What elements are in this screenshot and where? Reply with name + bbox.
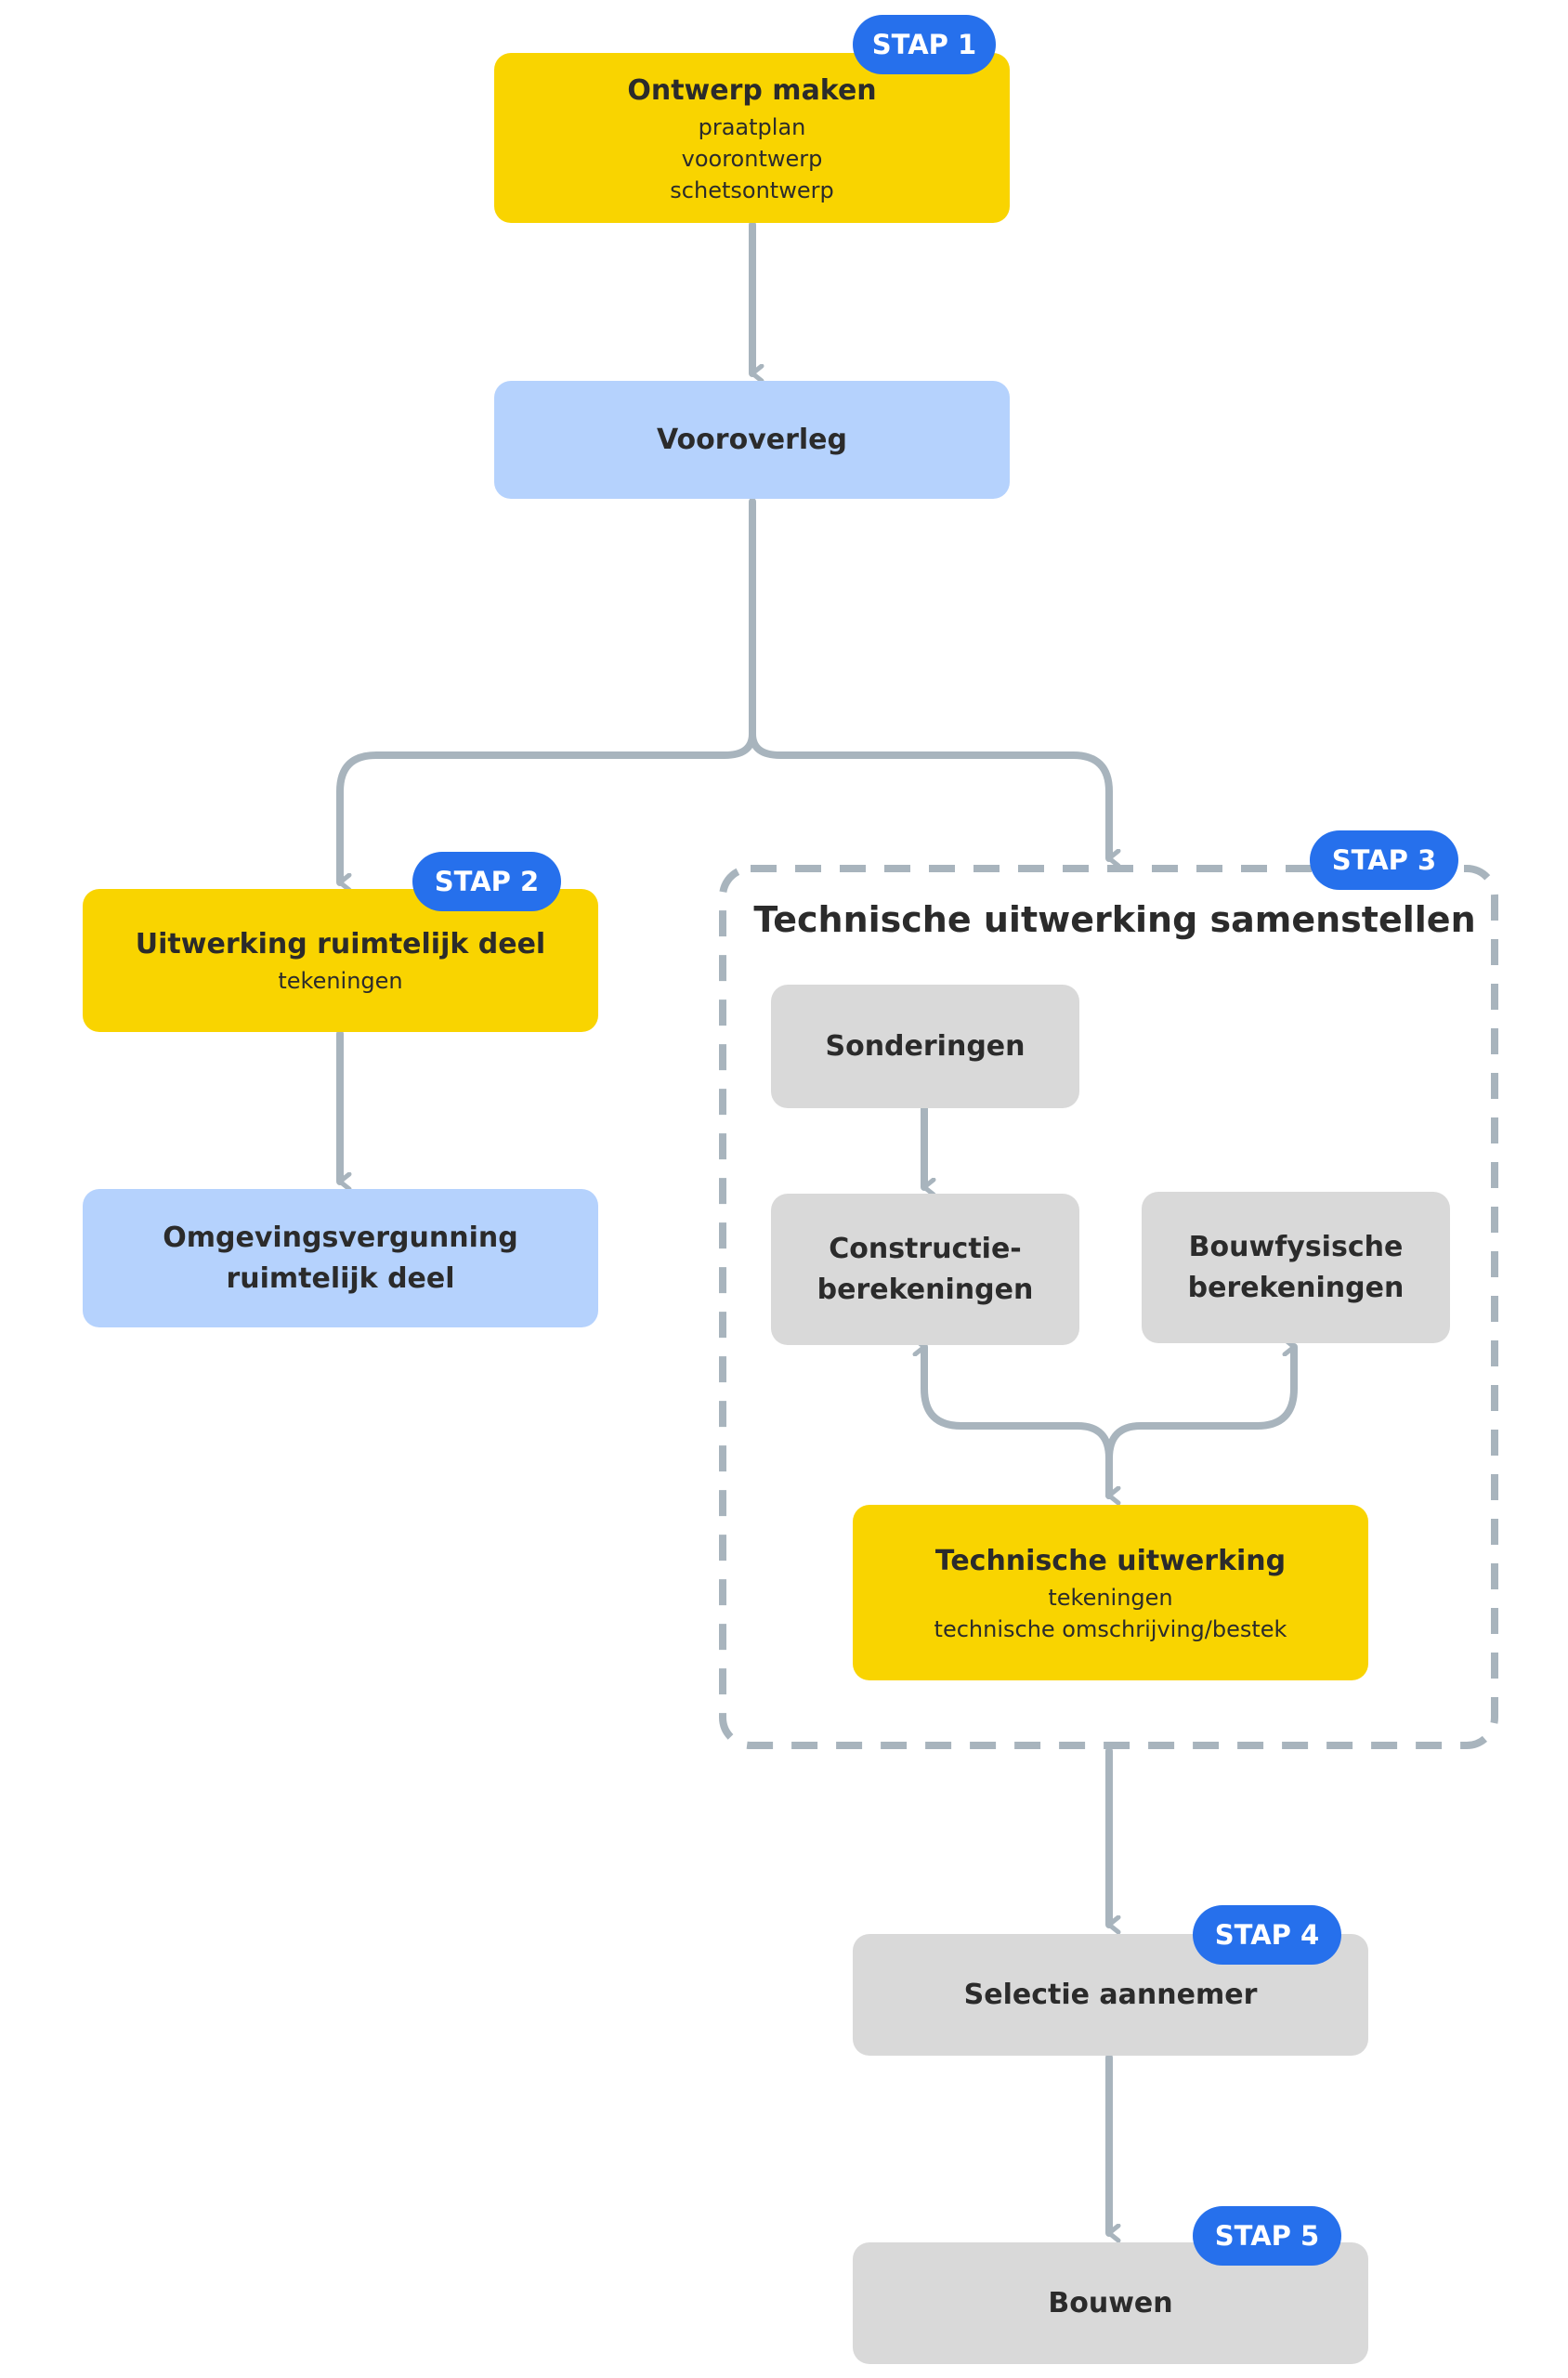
node-line: voorontwerp	[681, 145, 823, 172]
node-uitwerking-ruimtelijk-deel: Uitwerking ruimtelijk deel tekeningen	[83, 889, 598, 1032]
badge-stap-2: STAP 2	[412, 852, 561, 911]
node-line: technische omschrijving/bestek	[934, 1615, 1287, 1642]
node-title: Bouwen	[1048, 2286, 1173, 2319]
node-line: praatplan	[698, 113, 806, 140]
node-title: Sonderingen	[825, 1029, 1026, 1063]
node-omgevingsvergunning: Omgevingsvergunning ruimtelijk deel	[83, 1189, 598, 1327]
arrow-vooroverleg-to-stap2	[336, 730, 756, 882]
node-title: Uitwerking ruimtelijk deel	[135, 928, 546, 960]
node-title: Selectie aannemer	[963, 1978, 1258, 2011]
node-title: Technische uitwerking	[934, 1544, 1287, 1577]
node-title: Constructie- berekeningen	[817, 1232, 1034, 1306]
node-line: schetsontwerp	[670, 176, 834, 203]
node-title: Bouwfysische berekeningen	[1187, 1230, 1405, 1304]
node-title: Vooroverleg	[656, 423, 847, 456]
node-constructieberekeningen: Constructie- berekeningen	[771, 1194, 1079, 1345]
arrow-vooroverleg-to-stap3	[749, 730, 1109, 858]
node-title: Omgevingsvergunning ruimtelijk deel	[163, 1221, 518, 1295]
arrow-techniek-to-constructie	[924, 1347, 1113, 1499]
node-vooroverleg: Vooroverleg	[494, 381, 1010, 499]
badge-stap-1: STAP 1	[853, 15, 996, 74]
badge-stap-3: STAP 3	[1310, 830, 1458, 890]
badge-stap-4: STAP 4	[1193, 1905, 1341, 1965]
node-ontwerp-maken: Ontwerp maken praatplan voorontwerp sche…	[494, 53, 1010, 223]
node-line: tekeningen	[1048, 1584, 1173, 1611]
arrow-techniek-to-bouwfysisch	[1105, 1347, 1298, 1499]
badge-stap-5: STAP 5	[1193, 2206, 1341, 2266]
node-technische-uitwerking: Technische uitwerking tekeningen technis…	[853, 1505, 1368, 1680]
node-title: Ontwerp maken	[627, 73, 877, 107]
node-line: tekeningen	[278, 968, 403, 994]
node-sonderingen: Sonderingen	[771, 985, 1079, 1108]
node-bouwfysische-berekeningen: Bouwfysische berekeningen	[1142, 1192, 1450, 1343]
group-title-stap3: Technische uitwerking samenstellen	[753, 899, 1476, 940]
group-border-stap3	[719, 865, 1498, 1749]
